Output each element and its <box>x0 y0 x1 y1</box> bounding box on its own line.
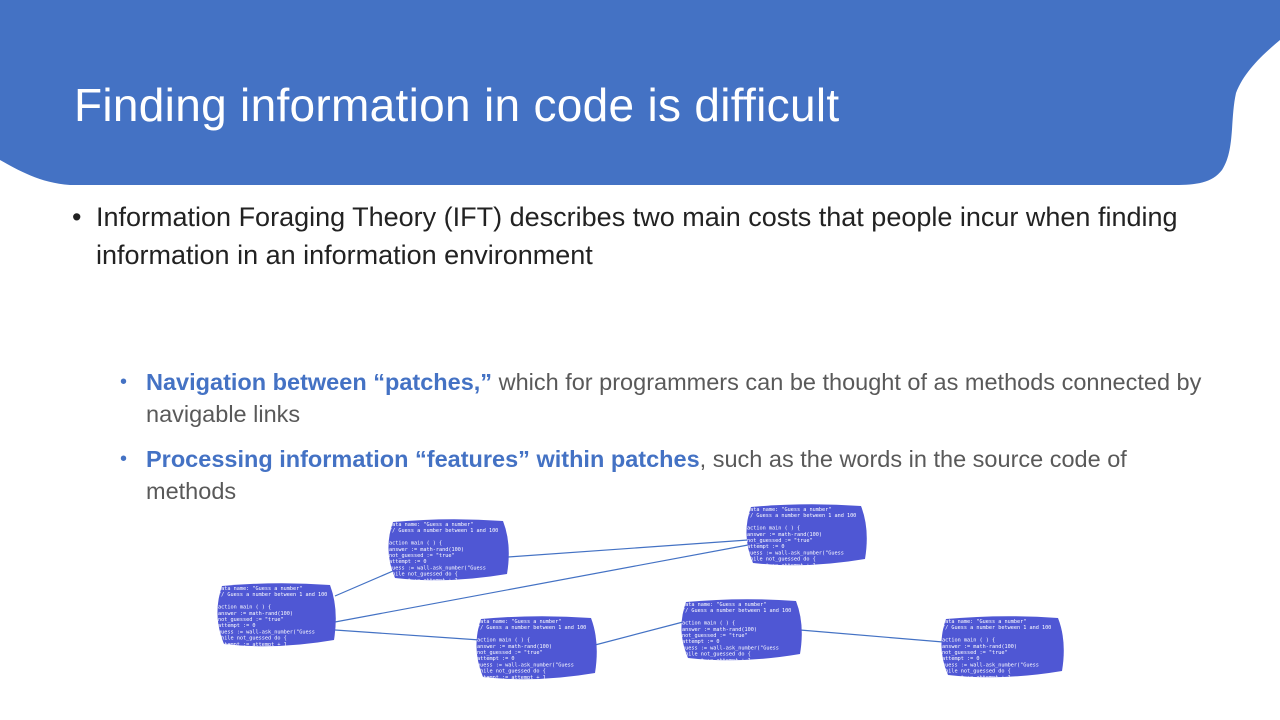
sub-bullet-navigation: • Navigation between “patches,” which fo… <box>120 366 1206 430</box>
sub-bullet-highlight: Processing information “features” within… <box>146 446 700 472</box>
patch-code-line: data name: "Guess a number" <box>942 619 1026 625</box>
patch-code-line: answer := math-rand(100) <box>747 532 822 538</box>
patch-code-line: while not_guessed do { <box>218 636 287 642</box>
patch-code-line: answer := math-rand(100) <box>389 547 464 553</box>
main-bullet-text: Information Foraging Theory (IFT) descri… <box>96 202 1178 270</box>
patch-node-4: data name: "Guess a number"// Guess a nu… <box>476 616 597 681</box>
patch-code-line: // Guess a number between 1 and 100 <box>942 625 1051 631</box>
patch-code-line: action main ( ) { <box>942 638 995 644</box>
main-bullet: • Information Foraging Theory (IFT) desc… <box>72 198 1211 274</box>
patch-code-line: while not_guessed do { <box>942 669 1011 675</box>
patch-code-line: data name: "Guess a number" <box>218 586 302 592</box>
patch-link <box>334 567 401 597</box>
patch-code-line: not_guessed := "true" <box>218 617 284 623</box>
patch-code-line: data name: "Guess a number" <box>682 602 766 608</box>
patch-code-line: guess := wall-ask_number("Guess <box>477 662 574 668</box>
patch-code-line: attempt := attempt + 1 <box>942 675 1011 681</box>
patch-link <box>799 629 944 643</box>
patch-link <box>507 539 749 558</box>
patch-code-line: action main ( ) { <box>747 526 800 532</box>
patch-code-line: attempt := 0 <box>218 623 255 629</box>
patch-code-line: attempt := attempt + 1 <box>477 675 546 681</box>
patch-code-line: while not_guessed do { <box>389 572 458 578</box>
patch-code-line: guess := wall-ask_number("Guess <box>942 662 1039 668</box>
bullet-dot: • <box>72 202 82 232</box>
patch-node-5: data name: "Guess a number"// Guess a nu… <box>681 599 802 664</box>
patch-node-2: data name: "Guess a number"// Guess a nu… <box>746 504 867 569</box>
bullet-dot: • <box>120 448 128 470</box>
patch-node-1: data name: "Guess a number"// Guess a nu… <box>388 519 509 584</box>
patch-code-line: attempt := 0 <box>942 656 979 662</box>
patch-code-line: not_guessed := "true" <box>682 633 748 639</box>
patch-code-line: attempt := attempt + 1 <box>389 578 458 584</box>
patch-code-line: action main ( ) { <box>477 638 530 644</box>
patch-code-line: while not_guessed do { <box>747 557 816 563</box>
patch-code-line: while not_guessed do { <box>477 669 546 675</box>
patch-code-line: while not_guessed do { <box>682 652 751 658</box>
patch-node-3: data name: "Guess a number"// Guess a nu… <box>217 583 336 648</box>
sub-bullet-text: which for programmers can be thought of … <box>146 369 1202 427</box>
patch-code-line: attempt := attempt + 1 <box>218 642 287 648</box>
patch-code-line: guess := wall-ask_number("Guess <box>218 629 315 635</box>
patch-code-line: not_guessed := "true" <box>942 650 1008 656</box>
patch-code-line: action main ( ) { <box>682 621 735 627</box>
patch-code-line: // Guess a number between 1 and 100 <box>389 528 498 534</box>
patch-code-line: data name: "Guess a number" <box>477 619 561 625</box>
patch-code-line: answer := math-rand(100) <box>218 611 293 617</box>
patch-link <box>334 629 481 641</box>
patch-code-line: action main ( ) { <box>389 541 442 547</box>
slide-title: Finding information in code is difficult <box>74 79 840 131</box>
patch-code-line: attempt := 0 <box>747 544 784 550</box>
patch-code-line: answer := math-rand(100) <box>477 644 552 650</box>
header-banner <box>0 0 1280 185</box>
patch-code-line: // Guess a number between 1 and 100 <box>682 608 791 614</box>
patch-node-6: data name: "Guess a number"// Guess a nu… <box>941 616 1064 681</box>
patch-code-line: data name: "Guess a number" <box>389 522 473 528</box>
sub-bullet-text: , such as the words in the source code o… <box>146 446 1127 504</box>
patch-code-line: not_guessed := "true" <box>389 553 455 559</box>
patch-code-line: attempt := attempt + 1 <box>747 563 816 569</box>
patch-code-line: action main ( ) { <box>218 605 271 611</box>
patch-code-line: attempt := attempt + 1 <box>682 658 751 664</box>
patch-code-line: answer := math-rand(100) <box>682 627 757 633</box>
patch-code-line: not_guessed := "true" <box>747 538 813 544</box>
patch-code-line: attempt := 0 <box>389 559 426 565</box>
patch-code-line: attempt := 0 <box>477 656 514 662</box>
patch-code-line: guess := wall-ask_number("Guess <box>747 550 844 556</box>
bullet-dot: • <box>120 371 128 393</box>
patch-code-line: // Guess a number between 1 and 100 <box>747 513 856 519</box>
patch-code-line: guess := wall-ask_number("Guess <box>682 645 779 651</box>
patch-code-line: // Guess a number between 1 and 100 <box>477 625 586 631</box>
patch-code-line: attempt := 0 <box>682 639 719 645</box>
patch-code-line: guess := wall-ask_number("Guess <box>389 565 486 571</box>
patch-code-line: answer := math-rand(100) <box>942 644 1017 650</box>
patch-code-line: not_guessed := "true" <box>477 650 543 656</box>
patch-code-line: // Guess a number between 1 and 100 <box>218 592 327 598</box>
sub-bullet-processing: • Processing information “features” with… <box>120 443 1206 507</box>
patch-code-line: data name: "Guess a number" <box>747 507 831 513</box>
patch-link <box>594 621 684 646</box>
patch-link <box>334 544 749 623</box>
sub-bullet-highlight: Navigation between “patches,” <box>146 369 493 395</box>
